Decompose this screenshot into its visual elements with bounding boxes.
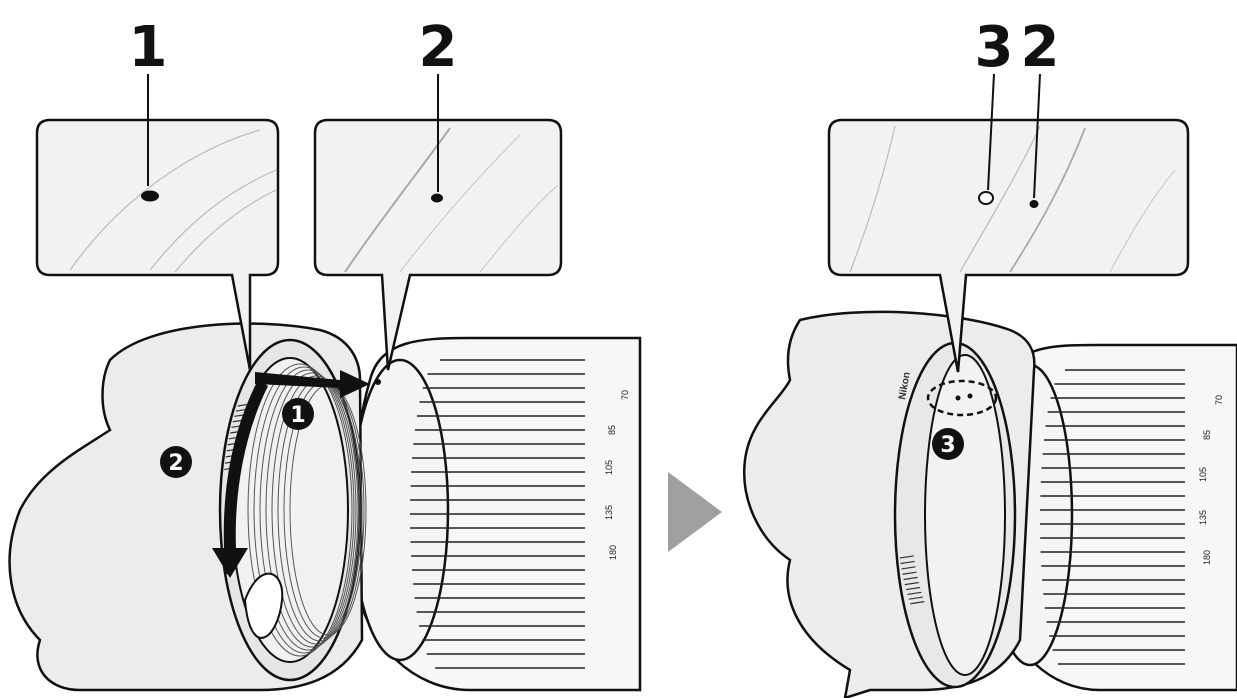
callout-right-lens-mark-number: 2 [1021,15,1060,80]
inset-lens-dot [431,194,443,203]
scale-70: 70 [620,390,630,400]
callout-lens-mark-number: 2 [419,15,458,80]
step3-label: 3 [940,433,955,458]
inset-hood-mark [37,120,278,370]
step2-label: 2 [168,451,183,476]
step1-label: 1 [290,403,305,428]
left-lens-index-mark [375,379,381,385]
inset-hole-circle [979,192,993,204]
scale-135: 135 [604,505,614,520]
scale-105: 105 [604,460,614,475]
next-step-arrow [668,472,722,552]
right-scale-180: 180 [1202,550,1212,565]
scale-85: 85 [607,425,617,435]
right-scale-105: 105 [1198,467,1208,482]
left-lens-barrel: 70 85 105 135 180 [352,338,640,690]
inset-lens-index-dot [1030,200,1039,208]
callout-hood-mark-number: 1 [129,15,168,80]
right-lens-hood: Nikon [744,312,1034,698]
inset-hood-dot [141,191,159,202]
right-hood-hole-mark [956,396,961,401]
right-scale-135: 135 [1198,510,1208,525]
right-lens-index-mark [968,394,973,399]
step1-badge: 1 [282,398,314,430]
scale-180: 180 [608,545,618,560]
right-scale-70: 70 [1214,395,1224,405]
callout-hole-number: 3 [975,15,1014,80]
step2-badge: 2 [160,446,192,478]
step3-badge: 3 [932,428,964,460]
right-scale-85: 85 [1202,430,1212,440]
